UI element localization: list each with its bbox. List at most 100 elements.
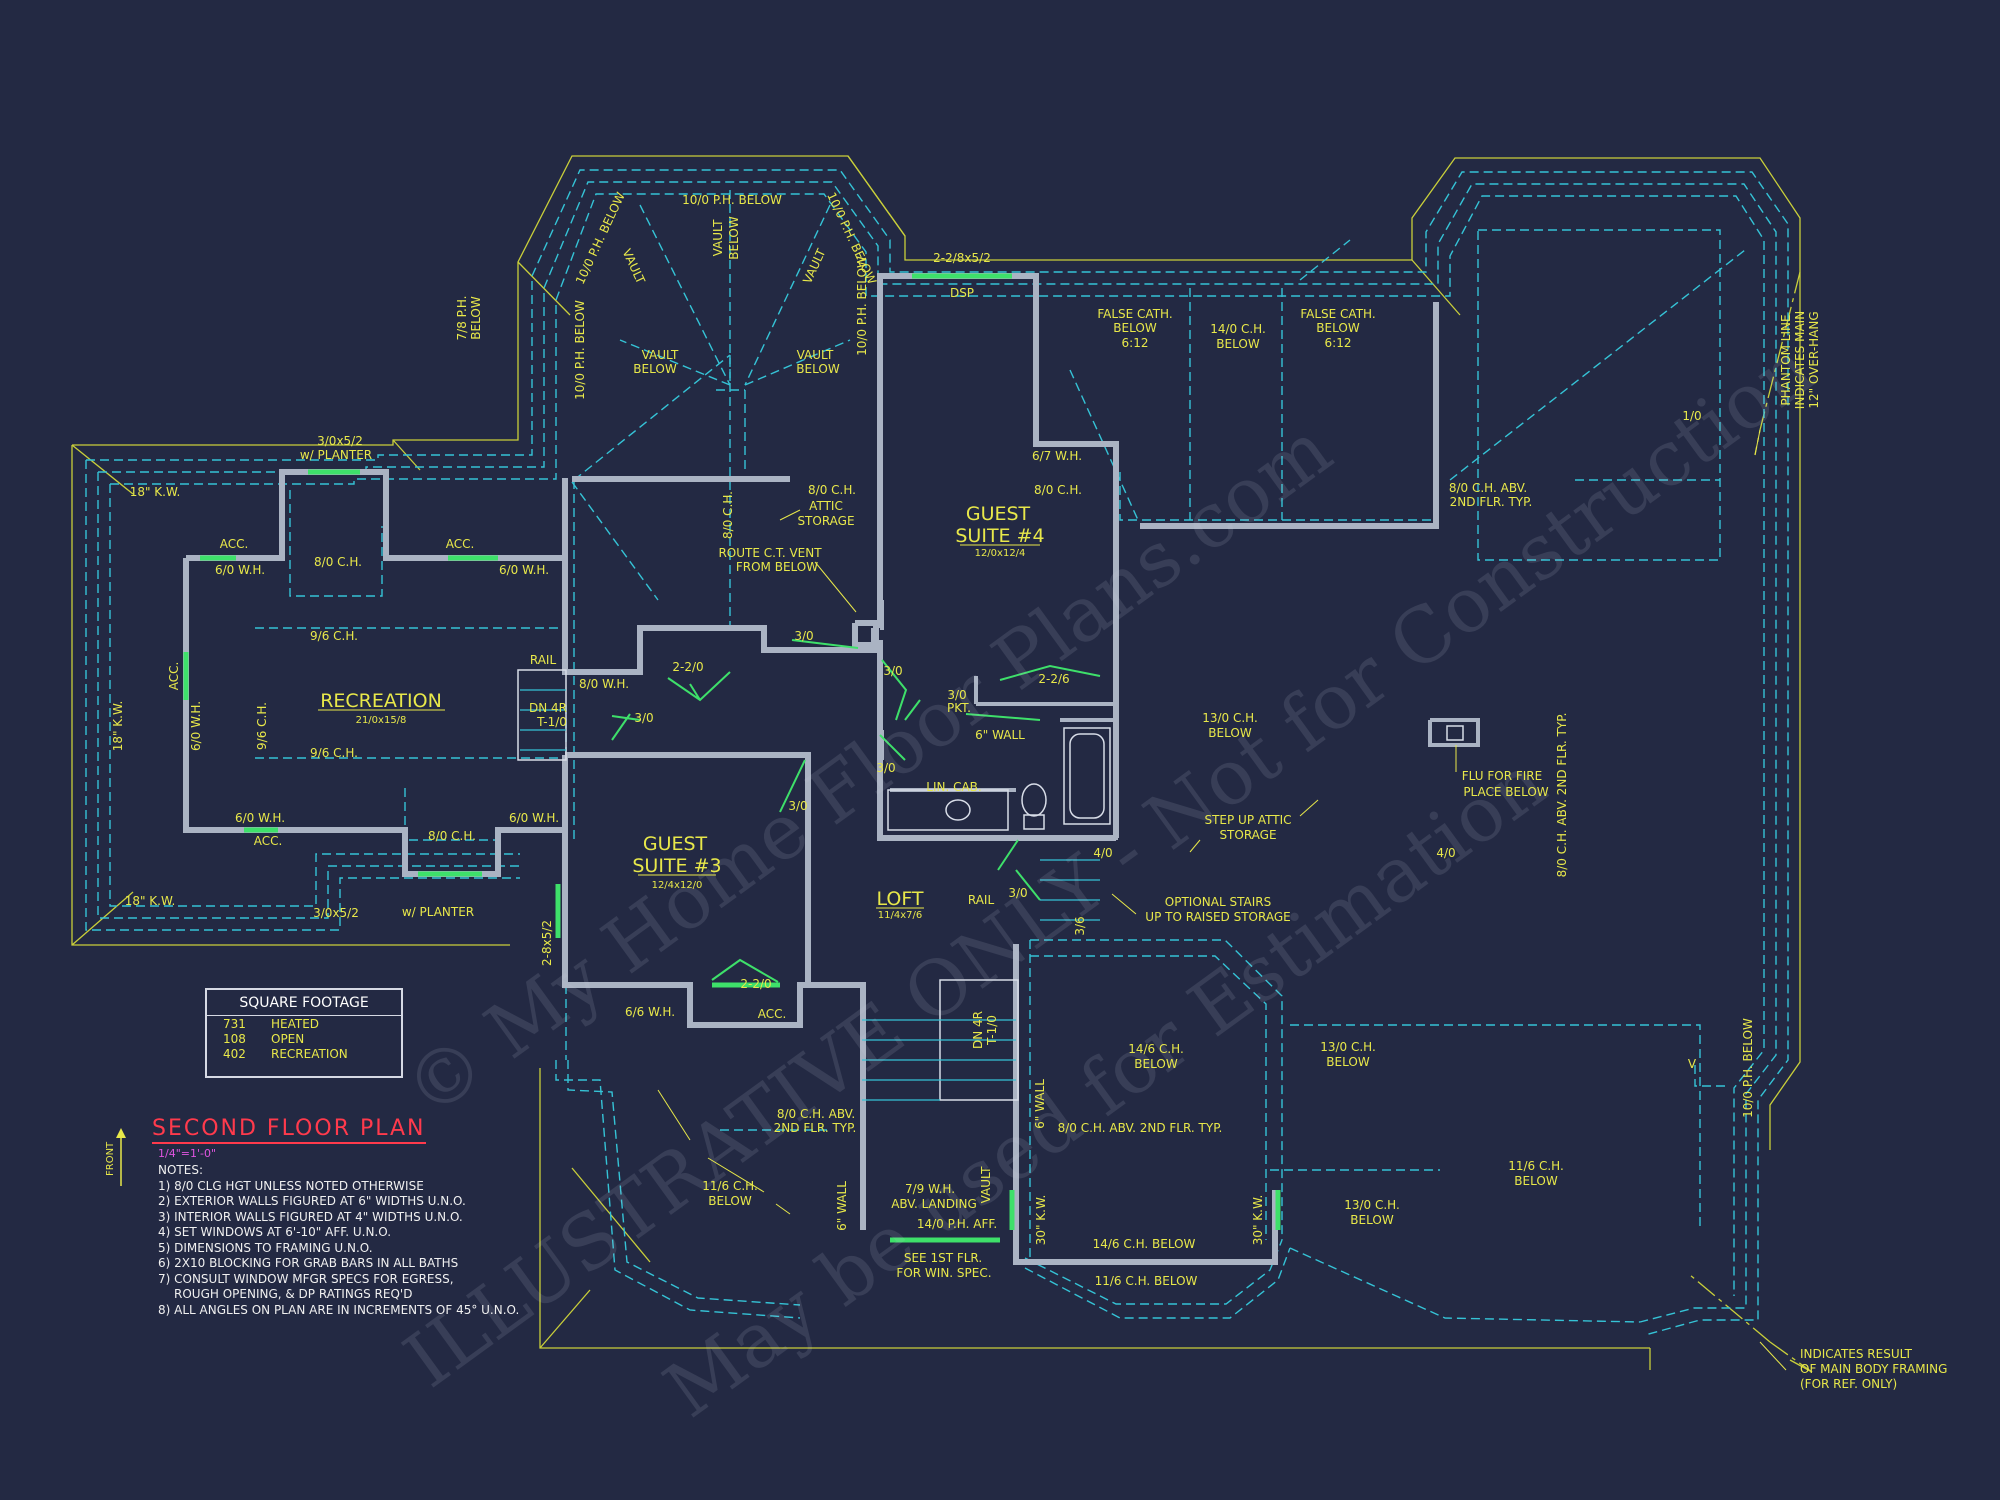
- label-dsp: DSP: [950, 286, 974, 300]
- label-ch-130-1-below: BELOW: [1208, 726, 1252, 740]
- label-acc-4: ACC.: [758, 1007, 787, 1021]
- note-item: 7) CONSULT WINDOW MFGR SPECS FOR EGRESS,: [158, 1271, 454, 1286]
- label-phantom-1: PHANTOM LINE: [1779, 314, 1793, 405]
- label-wh-60-2: 6/0 W.H.: [499, 563, 549, 577]
- label-t10-rec: T-1/0: [536, 715, 567, 729]
- label-vault-3: VAULT: [800, 246, 829, 286]
- label-ch-96-bottom: 9/6 C.H.: [310, 746, 358, 760]
- label-door-226: 2-2/6: [1038, 672, 1069, 686]
- note-item: 5) DIMENSIONS TO FRAMING U.N.O.: [158, 1240, 373, 1255]
- note-item: 6) 2X10 BLOCKING FOR GRAB BARS IN ALL BA…: [158, 1256, 459, 1270]
- label-ch-14-below: BELOW: [1216, 337, 1260, 351]
- label-false-cath-2-below: BELOW: [1316, 321, 1360, 335]
- label-ch-116-1: 11/6 C.H.: [702, 1179, 758, 1193]
- label-window-dsp-size: 2-2/8x5/2: [933, 251, 991, 265]
- label-ph-top: 10/0 P.H. BELOW: [682, 193, 782, 207]
- label-kw-30-right: 30" K.W.: [1251, 1195, 1265, 1246]
- label-acc-2: ACC.: [446, 537, 475, 551]
- note-item: 3) INTERIOR WALLS FIGURED AT 4" WIDTHS U…: [158, 1209, 463, 1224]
- label-ph-vert-right: 10/0 P.H. BELOW: [855, 256, 869, 356]
- label-pkt: PKT.: [947, 701, 971, 715]
- label-wh-80: 8/0 W.H.: [579, 677, 629, 691]
- front-label: FRONT: [105, 1141, 116, 1176]
- label-route-1: ROUTE C.T. VENT: [718, 546, 822, 560]
- label-wh-66: 6/6 W.H.: [625, 1005, 675, 1019]
- label-kw-left: 18" K.W.: [111, 701, 125, 752]
- label-ch-130-3-below: BELOW: [1350, 1213, 1394, 1227]
- label-abv-mid: 8/0 C.H. ABV. 2ND FLR. TYP.: [1058, 1121, 1223, 1135]
- label-planter-top: w/ PLANTER: [300, 448, 372, 462]
- label-attic-2: ATTIC: [809, 499, 843, 513]
- note-item: 2) EXTERIOR WALLS FIGURED AT 6" WIDTHS U…: [158, 1194, 466, 1208]
- label-opt-1: OPTIONAL STAIRS: [1165, 895, 1271, 909]
- label-t10-loft: T-1/0: [985, 1015, 999, 1046]
- label-door-30-6: 3/0: [788, 799, 807, 813]
- square-footage-value: 731: [223, 1017, 246, 1031]
- label-ph-right-1: 10/0 P.H. BELOW: [1741, 1018, 1755, 1118]
- plan-scale: 1/4"=1'-0": [158, 1147, 217, 1160]
- notes-heading: NOTES:: [158, 1163, 203, 1177]
- label-planter-window-bottom: 3/0x5/2: [313, 906, 359, 920]
- label-ch-80-rec-bottom: 8/0 C.H.: [428, 829, 476, 843]
- label-vault-5: VAULT: [797, 348, 834, 362]
- label-see-2: FOR WIN. SPEC.: [896, 1266, 991, 1280]
- label-wall-6-bottom: 6" WALL: [835, 1181, 849, 1231]
- doors: [611, 639, 1101, 983]
- label-landing: ABV. LANDING: [891, 1197, 977, 1211]
- label-vault-4-below: BELOW: [633, 362, 677, 376]
- room-guest3-name-2: SUITE #3: [632, 855, 721, 877]
- label-false-cath-2: FALSE CATH.: [1300, 307, 1375, 321]
- label-vault-2: VAULT: [620, 247, 649, 287]
- room-guest3-name-1: GUEST: [643, 833, 708, 855]
- label-door-30-7: 3/0: [1008, 886, 1027, 900]
- label-ph-diag-right: 10/0 P.H. BELOW: [824, 190, 879, 286]
- room-guest4-name-1: GUEST: [966, 503, 1031, 525]
- label-ch-130-1: 13/0 C.H.: [1202, 711, 1258, 725]
- label-ch-130-3: 13/0 C.H.: [1344, 1198, 1400, 1212]
- label-ch-116-2: 11/6 C.H.: [1508, 1159, 1564, 1173]
- label-dn-rec: DN 4R: [529, 701, 567, 715]
- room-guest4-name-2: SUITE #4: [955, 525, 1044, 547]
- square-footage-row: 731 HEATED: [207, 1016, 401, 1031]
- label-ph-140: 14/0 P.H. AFF.: [917, 1217, 997, 1231]
- square-footage-heading: SQUARE FOOTAGE: [207, 990, 401, 1016]
- front-arrow-icon: FRONT: [105, 1128, 126, 1186]
- square-footage-table: SQUARE FOOTAGE 731 HEATED 108 OPEN 402 R…: [205, 988, 403, 1078]
- label-ch-14: 14/0 C.H.: [1210, 322, 1266, 336]
- label-ch-80-vert: 8/0 C.H.: [721, 491, 735, 539]
- label-abv-left-2: 2ND FLR. TYP.: [774, 1121, 857, 1135]
- room-recreation-name: RECREATION: [320, 690, 442, 712]
- label-ch-80-g4: 8/0 C.H.: [1034, 483, 1082, 497]
- stairs: [517, 669, 1100, 1101]
- label-ch-116-b: 11/6 C.H. BELOW: [1095, 1274, 1198, 1288]
- label-attic-1: 8/0 C.H.: [808, 483, 856, 497]
- bath-fixtures: [887, 725, 1464, 831]
- label-false-cath-1: FALSE CATH.: [1097, 307, 1172, 321]
- room-guest3-dim: 12/4x12/0: [652, 880, 703, 891]
- label-ch-130-2: 13/0 C.H.: [1320, 1040, 1376, 1054]
- label-result-2: OF MAIN BODY FRAMING: [1800, 1362, 1947, 1376]
- label-vault-1-below: BELOW: [727, 216, 741, 260]
- label-dim-40-1: 4/0: [1093, 846, 1112, 860]
- label-ch-96-top: 9/6 C.H.: [310, 629, 358, 643]
- walls: [183, 273, 1480, 1265]
- label-result-1: INDICATES RESULT: [1800, 1347, 1913, 1361]
- square-footage-label: RECREATION: [271, 1047, 348, 1061]
- plan-title: SECOND FLOOR PLAN: [152, 1116, 426, 1144]
- label-abv-left-1: 8/0 C.H. ABV.: [777, 1107, 855, 1121]
- label-dim-40-2: 4/0: [1436, 846, 1455, 860]
- room-loft-dim: 11/4x7/6: [878, 910, 922, 921]
- note-item: 8) ALL ANGLES ON PLAN ARE IN INCREMENTS …: [158, 1302, 520, 1317]
- label-door-30-5: 3/0: [876, 761, 895, 775]
- label-ch-116-1-below: BELOW: [708, 1194, 752, 1208]
- label-flu-2: PLACE BELOW: [1463, 785, 1548, 799]
- label-rail-rec: RAIL: [530, 653, 557, 667]
- label-wh-60-4: 6/0 W.H.: [235, 811, 285, 825]
- label-win-285: 2-8x5/2: [540, 920, 554, 966]
- label-ch-96-left: 9/6 C.H.: [255, 702, 269, 750]
- label-door-30-4: 3/0: [947, 688, 966, 702]
- label-wh-60-3: 6/0 W.H.: [189, 701, 203, 751]
- label-ch-80-rec-top: 8/0 C.H.: [314, 555, 362, 569]
- label-step-1: STEP UP ATTIC: [1204, 813, 1291, 827]
